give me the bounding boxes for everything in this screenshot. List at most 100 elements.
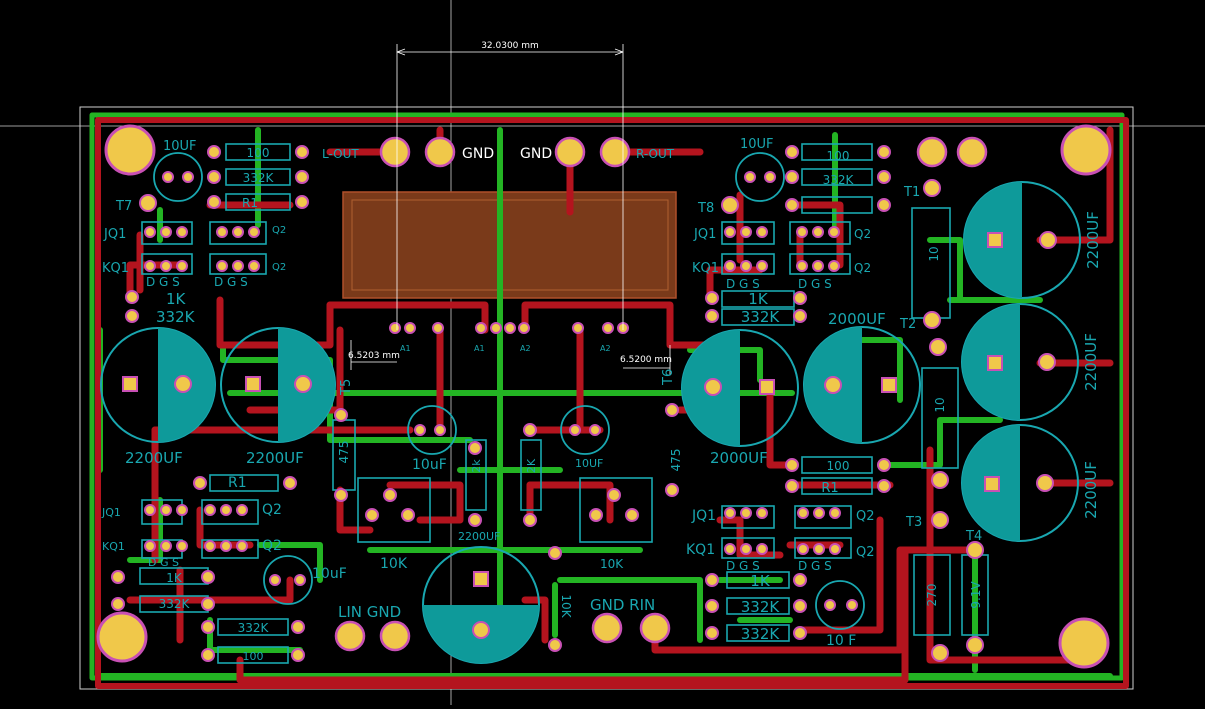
label-10k-r: 10K (600, 557, 624, 571)
label-dgs-tl-b: D G S (214, 275, 248, 289)
label-kq1-bl: KQ1 (102, 540, 125, 553)
label-q2-tr-a: Q2 (854, 227, 871, 241)
pad-lin (334, 620, 366, 652)
label-dgs-br-a: D G S (726, 559, 760, 573)
label-100-bl: 100 (243, 650, 264, 663)
label-2200uf-l1: 2200UF (125, 449, 183, 467)
label-gnd-left: GND (462, 146, 494, 162)
label-r1-tl: R1 (242, 196, 258, 210)
silkscreen-labels: 10UF 100 332K R1 T7 JQ1 KQ1 Q2 Q2 D G S … (101, 137, 1102, 663)
label-jq1-br: JQ1 (691, 508, 716, 524)
pad-lout (379, 136, 411, 168)
heatsink-inner-outline (351, 199, 669, 291)
label-kq1-br: KQ1 (686, 542, 715, 558)
label-r475-r: 475 (669, 449, 683, 472)
label-332k-tr2: 332K (741, 308, 781, 326)
label-jq1-tr: JQ1 (693, 227, 716, 242)
dimension-left-label: 6.5203 mm (348, 351, 400, 361)
label-2000uf-r1: 2000UF (828, 310, 886, 328)
label-100-tl: 100 (247, 146, 270, 160)
label-zener-9v1: 9.1V (969, 581, 983, 609)
label-2k-r: 2K (525, 458, 538, 473)
label-jq1-tl: JQ1 (103, 227, 126, 242)
label-dgs-tr-a: D G S (726, 277, 760, 291)
label-t8: T8 (697, 201, 714, 216)
label-2200uf-v1: 2200UF (1084, 211, 1102, 269)
label-r475-l: 475 (337, 441, 351, 464)
label-t5: T5 (339, 379, 354, 396)
label-2200uf-l2: 2200UF (246, 449, 304, 467)
label-r1-bl: R1 (228, 475, 247, 491)
label-t2: T2 (899, 317, 916, 332)
dimension-top-label: 32.0300 mm (481, 41, 539, 51)
label-r270: 270 (925, 584, 939, 607)
dimension-lines[interactable] (350, 44, 671, 375)
label-lin-gnd: LIN GND (338, 603, 401, 621)
label-q2-bl-b: Q2 (262, 538, 282, 554)
label-jq1-bl: JQ1 (101, 506, 121, 519)
label-332k-br: 332K (741, 598, 781, 616)
label-r10-top: 10 (927, 246, 941, 261)
label-dgs-br-b: D G S (798, 559, 832, 573)
label-10uf-br: 10 F (826, 633, 856, 649)
pad-rgnd (591, 612, 623, 644)
label-q2-tl-a: Q2 (272, 225, 286, 236)
label-10uf-bl: 10uF (312, 566, 347, 582)
label-rout: R-OUT (636, 147, 675, 161)
mount-hole-bl (96, 611, 148, 663)
label-2200uf-v3: 2200UF (1082, 461, 1100, 519)
label-hs-b1: A1 (400, 344, 411, 353)
mount-hole-tl (104, 124, 156, 176)
label-hs-a2: A2 (520, 344, 531, 353)
heatsink-footprint[interactable] (342, 191, 677, 299)
label-1k-bl: 1K (166, 571, 183, 585)
label-332k-br2: 332K (741, 625, 781, 643)
label-t1: T1 (903, 185, 920, 200)
label-gnd-right: GND (520, 146, 552, 162)
label-332k-tl: 332K (243, 171, 275, 185)
capacitor-round-pads[interactable] (174, 231, 1057, 639)
label-hs-a1: A1 (474, 344, 485, 353)
pad-rin (639, 612, 671, 644)
capacitor-square-pads[interactable] (122, 232, 1003, 587)
label-1k-tr: 1K (748, 290, 769, 308)
bottom-copper-layer[interactable] (89, 112, 1125, 681)
pad-gnd-right (554, 136, 586, 168)
label-lout: L-OUT (322, 147, 359, 161)
pad-gnd-left (424, 136, 456, 168)
label-10k-center: 10K (559, 594, 573, 618)
mount-hole-br (1058, 617, 1110, 669)
label-q2-tl-b: Q2 (272, 262, 286, 273)
label-1k-br: 1K (750, 572, 771, 590)
label-r1-br: R1 (821, 481, 838, 496)
label-332k-bl2: 332K (238, 621, 270, 635)
label-t7: T7 (115, 199, 132, 214)
label-dgs-bl: D G S (148, 556, 179, 569)
pad-rout (599, 136, 631, 168)
label-10uf-mr: 10UF (575, 457, 603, 470)
label-332k-bl: 332K (159, 597, 191, 611)
connector-pads[interactable] (334, 136, 988, 652)
label-r10-mid: 10 (933, 397, 947, 412)
label-dgs-tl-a: D G S (146, 275, 180, 289)
label-t3: T3 (905, 515, 922, 530)
label-2k-l: 2k (470, 459, 483, 473)
label-10k-l: 10K (380, 556, 408, 572)
small-capacitors[interactable] (153, 152, 865, 630)
label-gnd-rin: GND RIN (590, 596, 655, 614)
label-10uf-tr: 10UF (740, 137, 774, 152)
label-q2-bl-a: Q2 (262, 502, 282, 518)
pad-lgnd (379, 620, 411, 652)
label-kq1-tl: KQ1 (102, 261, 129, 276)
label-q2-br-b: Q2 (856, 545, 875, 560)
through-hole-pads[interactable] (111, 145, 984, 662)
label-hs-b2: A2 (600, 344, 611, 353)
pad-power-2 (956, 136, 988, 168)
label-2200uf-v2: 2200UF (1082, 333, 1100, 391)
mounting-holes[interactable] (96, 124, 1112, 669)
pad-power-1 (916, 136, 948, 168)
label-100-tr: 100 (827, 149, 850, 163)
label-10uf-ml: 10uF (412, 457, 447, 473)
